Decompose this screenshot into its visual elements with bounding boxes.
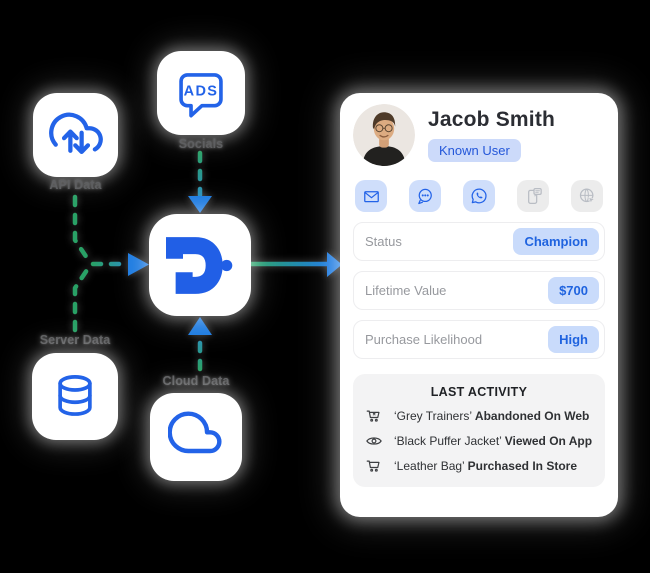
d-logo bbox=[166, 236, 233, 294]
label-socials: Socials bbox=[178, 137, 224, 151]
customer-name: Jacob Smith bbox=[428, 108, 556, 131]
whatsapp-button[interactable] bbox=[463, 180, 495, 212]
arrowheads bbox=[128, 196, 342, 335]
node-api-data bbox=[33, 93, 118, 177]
attribute-value-badge: Champion bbox=[513, 228, 599, 255]
ads-text: ADS bbox=[184, 84, 219, 100]
sms-phone-icon bbox=[528, 188, 542, 204]
chat-button[interactable] bbox=[409, 180, 441, 212]
email-icon bbox=[363, 190, 379, 202]
arrow-api-to-junction bbox=[72, 194, 92, 264]
attribute-row-status: Status Champion bbox=[353, 222, 605, 261]
attribute-label: Purchase Likelihood bbox=[365, 332, 483, 347]
email-button[interactable] bbox=[355, 180, 387, 212]
cloud-icon bbox=[168, 411, 222, 454]
last-activity-panel: LAST ACTIVITY ‘Grey Trainers’ Abandoned … bbox=[353, 374, 605, 487]
activity-text: ‘Grey Trainers’ Abandoned On Web bbox=[394, 408, 590, 423]
avatar bbox=[353, 104, 415, 166]
label-cloud-data: Cloud Data bbox=[162, 374, 230, 388]
avatar-image bbox=[353, 104, 415, 166]
channel-buttons bbox=[353, 180, 605, 212]
node-socials: ADS bbox=[157, 51, 245, 135]
whatsapp-icon bbox=[471, 188, 487, 204]
node-cdp-hub bbox=[149, 214, 251, 316]
web-button[interactable] bbox=[571, 180, 603, 212]
attribute-label: Lifetime Value bbox=[365, 283, 447, 298]
node-server-data bbox=[32, 353, 118, 440]
activity-item: ‘Leather Bag’ Purchased In Store bbox=[365, 457, 593, 474]
label-server-data: Server Data bbox=[39, 333, 111, 347]
profile-header: Jacob Smith Known User bbox=[353, 104, 605, 166]
customer-profile-card: Jacob Smith Known User bbox=[340, 93, 618, 517]
cart-icon bbox=[365, 457, 383, 475]
ads-bubble-icon: ADS bbox=[179, 73, 223, 118]
label-api-data: API Data bbox=[49, 178, 102, 192]
attribute-row-purchase-likelihood: Purchase Likelihood High bbox=[353, 320, 605, 359]
known-user-badge: Known User bbox=[428, 139, 521, 162]
attribute-label: Status bbox=[365, 234, 402, 249]
cart-x-icon bbox=[365, 407, 383, 425]
profile-identity: Jacob Smith Known User bbox=[428, 108, 555, 162]
sms-button[interactable] bbox=[517, 180, 549, 212]
web-globe-cursor-icon bbox=[579, 188, 595, 204]
attribute-value-badge: High bbox=[548, 326, 599, 353]
api-cloud-sync-icon bbox=[48, 112, 103, 155]
node-cloud-data bbox=[150, 393, 242, 481]
activity-item: ‘Grey Trainers’ Abandoned On Web bbox=[365, 407, 593, 424]
database-icon bbox=[58, 374, 92, 416]
attribute-value-badge: $700 bbox=[548, 277, 599, 304]
arrow-server-to-junction bbox=[72, 264, 92, 333]
attribute-row-lifetime-value: Lifetime Value $700 bbox=[353, 271, 605, 310]
chat-icon bbox=[418, 188, 432, 205]
activity-item: ‘Black Puffer Jacket’ Viewed On App bbox=[365, 432, 593, 449]
activity-text: ‘Leather Bag’ Purchased In Store bbox=[394, 458, 577, 473]
last-activity-title: LAST ACTIVITY bbox=[430, 385, 528, 399]
eye-icon bbox=[365, 432, 383, 450]
activity-text: ‘Black Puffer Jacket’ Viewed On App bbox=[394, 433, 593, 448]
